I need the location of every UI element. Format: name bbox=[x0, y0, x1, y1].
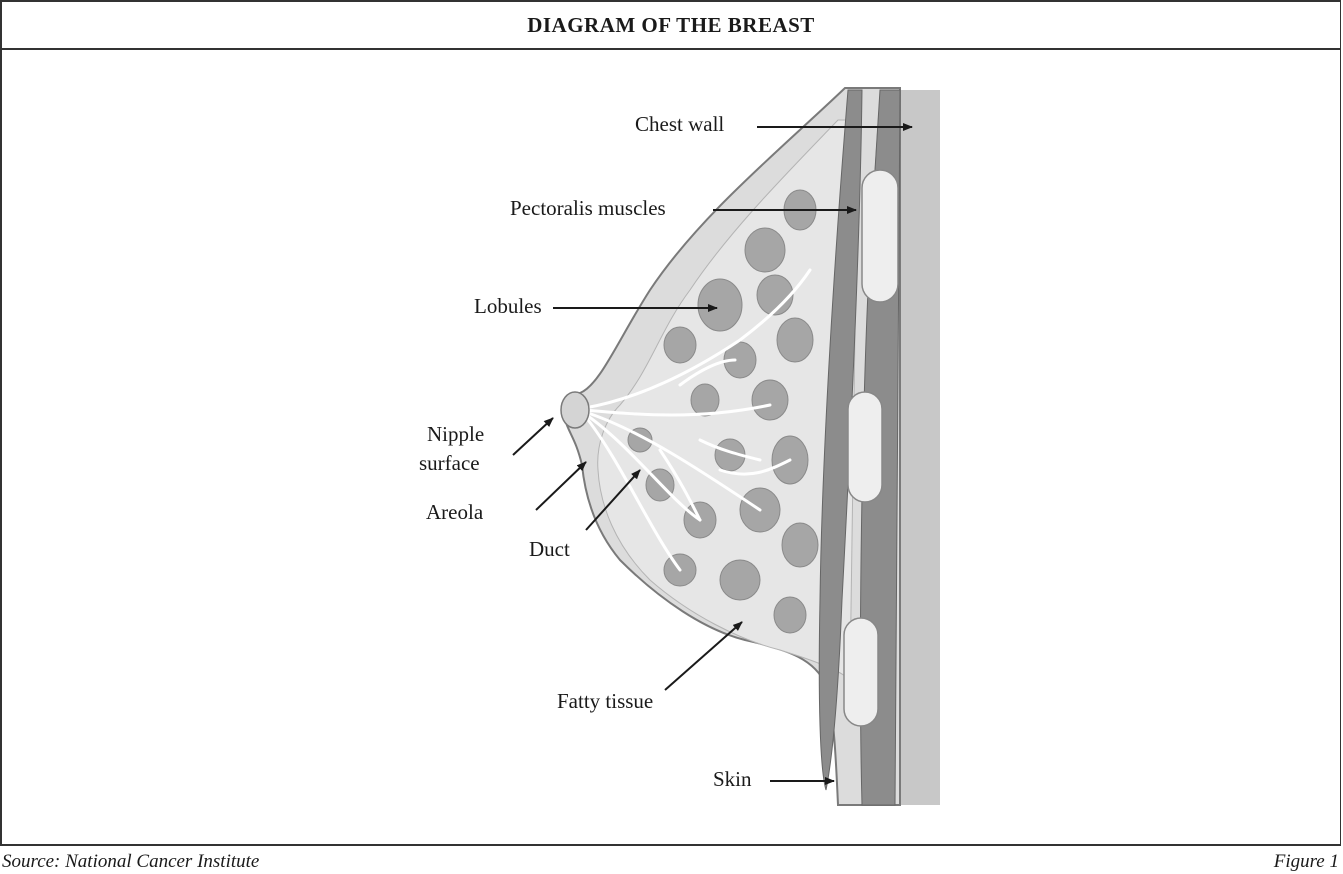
label-fatty-tissue: Fatty tissue bbox=[557, 689, 653, 713]
lobule bbox=[774, 597, 806, 633]
label-lobules: Lobules bbox=[474, 294, 542, 318]
rib bbox=[844, 618, 878, 726]
label-skin: Skin bbox=[713, 767, 752, 791]
source-caption: Source: National Cancer Institute bbox=[2, 851, 259, 873]
chest-background bbox=[900, 90, 940, 805]
label-chest-wall: Chest wall bbox=[635, 112, 724, 136]
arrow-fatty-tissue bbox=[665, 622, 742, 690]
nipple bbox=[561, 392, 589, 428]
lobule bbox=[745, 228, 785, 272]
figure-number: Figure 1 bbox=[1274, 851, 1339, 873]
lobule bbox=[752, 380, 788, 420]
lobule bbox=[698, 279, 742, 331]
arrow-nipple bbox=[513, 418, 553, 455]
label-areola: Areola bbox=[426, 500, 484, 524]
lobule bbox=[782, 523, 818, 567]
arrow-areola bbox=[536, 462, 586, 510]
label-nipple-line1: Nipple bbox=[427, 422, 484, 446]
rib bbox=[848, 392, 882, 502]
lobule bbox=[777, 318, 813, 362]
label-nipple-line2: surface bbox=[419, 451, 480, 475]
lobule bbox=[691, 384, 719, 416]
label-duct: Duct bbox=[529, 537, 570, 561]
lobule bbox=[664, 327, 696, 363]
lobule bbox=[720, 560, 760, 600]
label-pectoralis: Pectoralis muscles bbox=[510, 196, 666, 220]
rib bbox=[862, 170, 898, 302]
